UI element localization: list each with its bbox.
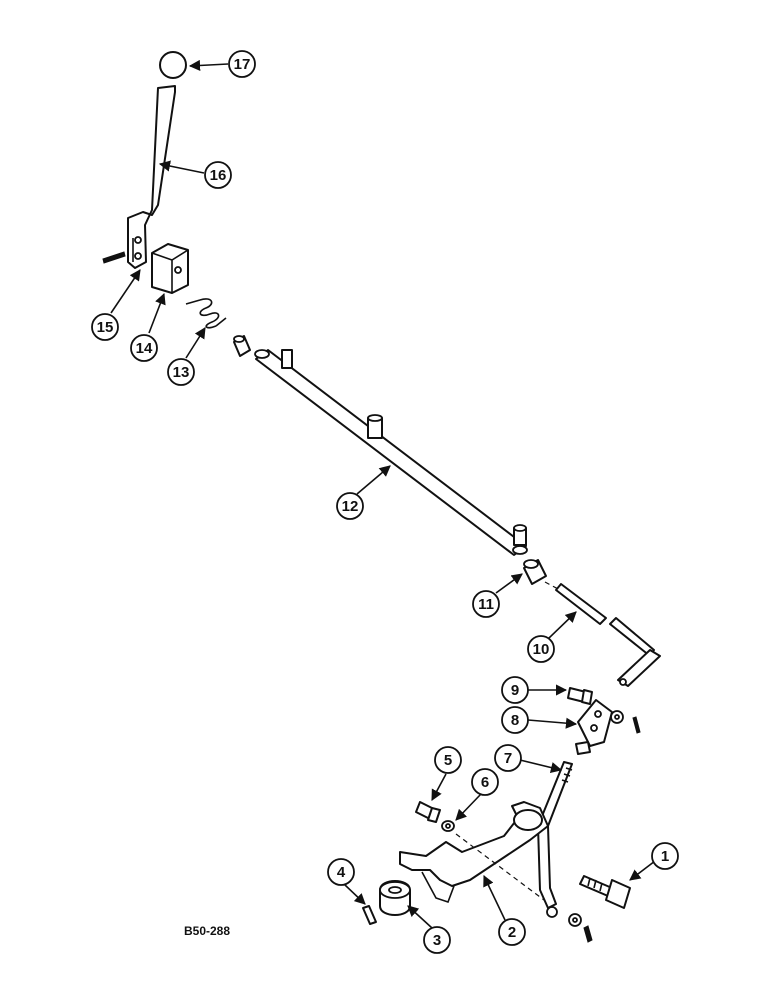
callout-13: 13 (167, 358, 195, 386)
callout-5: 5 (434, 746, 462, 774)
part-11-bushing (523, 559, 547, 585)
callout-11: 11 (472, 590, 500, 618)
bushing-left (233, 335, 251, 357)
svg-text:7: 7 (504, 750, 512, 767)
part-5-bolt (415, 801, 441, 823)
svg-text:3: 3 (433, 932, 441, 949)
svg-text:1: 1 (661, 848, 669, 865)
part-1-bolt (579, 875, 631, 909)
clevis-hardware (546, 906, 593, 943)
callout-3: 3 (423, 926, 451, 954)
svg-text:5: 5 (444, 752, 452, 769)
callout-1: 1 (651, 842, 679, 870)
callout-2: 2 (498, 918, 526, 946)
svg-text:16: 16 (210, 167, 227, 184)
callout-15: 15 (91, 313, 119, 341)
callout-9: 9 (501, 676, 529, 704)
part-8-bracket (575, 699, 641, 755)
callout-4: 4 (327, 858, 355, 886)
callout-10: 10 (527, 635, 555, 663)
svg-text:14: 14 (136, 340, 153, 357)
part-7-rod (537, 761, 573, 909)
svg-text:6: 6 (481, 774, 489, 791)
part-4-pin (362, 905, 377, 925)
part-17-knob (159, 51, 187, 79)
svg-text:2: 2 (508, 924, 516, 941)
svg-text:15: 15 (97, 319, 114, 336)
svg-text:17: 17 (234, 56, 251, 73)
callout-14: 14 (130, 334, 158, 362)
svg-text:10: 10 (533, 641, 550, 658)
svg-text:4: 4 (337, 864, 346, 881)
svg-text:13: 13 (173, 364, 190, 381)
part-15-pin (102, 251, 126, 264)
svg-text:8: 8 (511, 712, 519, 729)
part-9-bolt (567, 687, 593, 705)
callout-17: 17 (228, 50, 256, 78)
part-14-block (151, 243, 189, 294)
callout-16: 16 (204, 161, 232, 189)
part-10-rod (544, 581, 661, 687)
part-16-lever (127, 85, 176, 269)
svg-text:12: 12 (342, 498, 359, 515)
part-6-washer (441, 820, 455, 832)
part-13-spring (185, 298, 227, 329)
callout-8: 8 (501, 706, 529, 734)
part-12-shaft (254, 349, 528, 556)
callout-6: 6 (471, 768, 499, 796)
part-3-bushing (379, 880, 411, 916)
leader-lines (110, 59, 656, 929)
svg-text:11: 11 (478, 596, 494, 613)
callout-12: 12 (336, 492, 364, 520)
callout-7: 7 (494, 744, 522, 772)
part-2-pedal-arm (399, 801, 549, 904)
figure-reference: B50-288 (184, 924, 230, 938)
svg-text:9: 9 (511, 682, 519, 699)
